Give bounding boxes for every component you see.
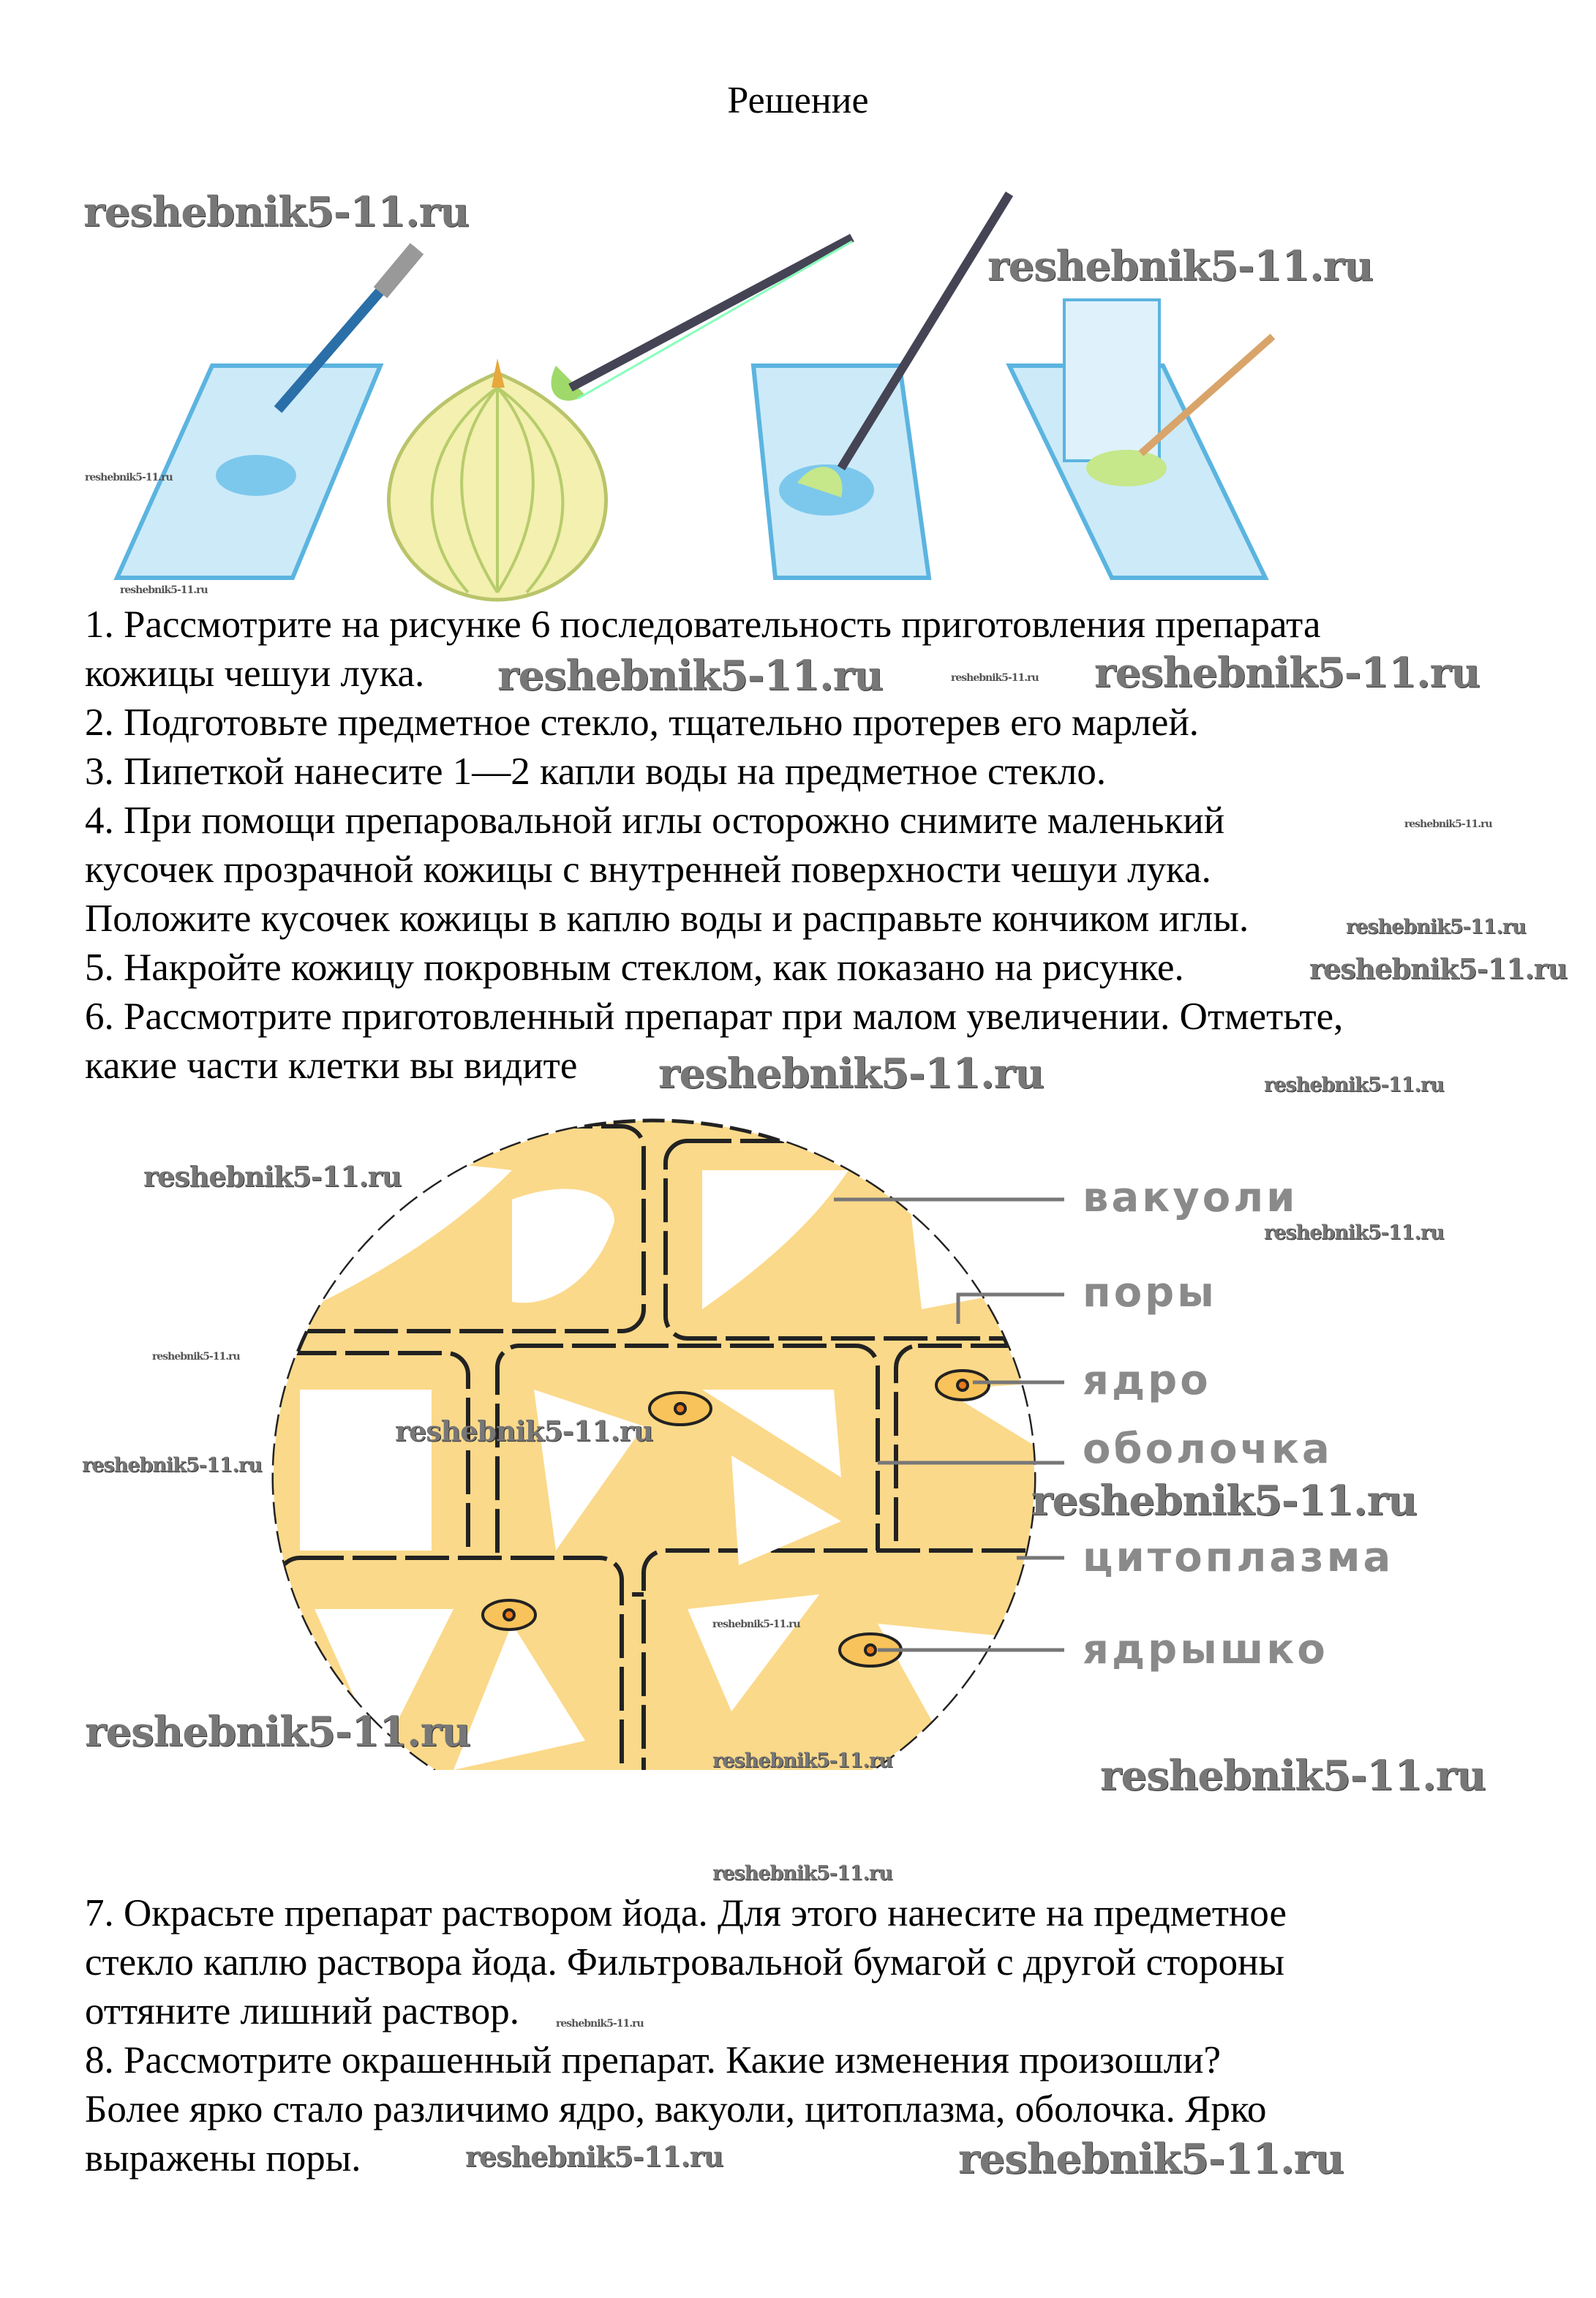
step-line: кожицы чешуи лука.	[85, 652, 425, 695]
step-line: 4. При помощи препаровальной иглы осторо…	[85, 799, 1225, 842]
watermark: reshebnik5-11.ru	[465, 2140, 723, 2173]
slide-with-skin	[750, 191, 1014, 580]
slide-with-coverslip	[1006, 298, 1276, 580]
watermark: reshebnik5-11.ru	[85, 1708, 471, 1756]
step-line: какие части клетки вы видите	[85, 1044, 578, 1087]
watermark: reshebnik5-11.ru	[712, 1619, 801, 1630]
watermark: reshebnik5-11.ru	[83, 188, 470, 236]
watermark: reshebnik5-11.ru	[1094, 649, 1480, 697]
watermark: reshebnik5-11.ru	[658, 1050, 1044, 1098]
watermark: reshebnik5-11.ru	[1031, 1477, 1418, 1525]
watermark: reshebnik5-11.ru	[120, 584, 208, 596]
label-pores: поры	[1083, 1269, 1217, 1316]
step-line: Более ярко стало различимо ядро, вакуоли…	[85, 2088, 1267, 2131]
step-line: кусочек прозрачной кожицы с внутренней п…	[85, 848, 1211, 891]
step-line: выражены поры.	[85, 2137, 361, 2180]
watermark: reshebnik5-11.ru	[152, 1351, 241, 1363]
watermark: reshebnik5-11.ru	[951, 672, 1039, 684]
step-line: Положите кусочек кожицы в каплю воды и р…	[85, 897, 1249, 940]
onion-cell-diagram	[271, 1118, 1064, 1770]
watermark: reshebnik5-11.ru	[1309, 952, 1567, 985]
label-cell-wall: оболочка	[1083, 1425, 1333, 1473]
step-line: 7. Окрасьте препарат раствором йода. Для…	[85, 1892, 1287, 1935]
page-title: Решение	[727, 80, 869, 121]
slide-with-drop	[113, 243, 424, 580]
step-line: 6. Рассмотрите приготовленный препарат п…	[85, 995, 1344, 1038]
label-nucleolus: ядрышко	[1083, 1626, 1328, 1673]
nuclei	[481, 1369, 990, 1668]
label-vacuoles: вакуоли	[1083, 1174, 1298, 1221]
watermark: reshebnik5-11.ru	[395, 1414, 653, 1447]
watermark: reshebnik5-11.ru	[712, 1862, 893, 1885]
watermark: reshebnik5-11.ru	[82, 1454, 263, 1477]
step-line: 5. Накройте кожицу покровным стеклом, ка…	[85, 946, 1184, 989]
onion-icon	[387, 233, 854, 602]
watermark: reshebnik5-11.ru	[85, 472, 173, 483]
watermark: reshebnik5-11.ru	[556, 2018, 644, 2030]
preparation-illustration	[113, 191, 1276, 602]
label-nucleus: ядро	[1083, 1357, 1211, 1404]
watermark: reshebnik5-11.ru	[987, 242, 1374, 290]
watermark: reshebnik5-11.ru	[1264, 1074, 1445, 1096]
watermark: reshebnik5-11.ru	[1264, 1221, 1445, 1244]
watermark: reshebnik5-11.ru	[958, 2135, 1344, 2183]
watermark: reshebnik5-11.ru	[712, 1749, 893, 1772]
label-leader-lines	[834, 1197, 1064, 1652]
watermark: reshebnik5-11.ru	[497, 652, 884, 700]
label-cytoplasm: цитоплазма	[1083, 1534, 1394, 1581]
watermark: reshebnik5-11.ru	[143, 1160, 402, 1193]
watermark: reshebnik5-11.ru	[1404, 818, 1493, 830]
step-line: 8. Рассмотрите окрашенный препарат. Каки…	[85, 2039, 1222, 2082]
step-line: стекло каплю раствора йода. Фильтровальн…	[85, 1941, 1285, 1984]
step-line: 1. Рассмотрите на рисунке 6 последовател…	[85, 603, 1321, 646]
watermark: reshebnik5-11.ru	[1100, 1752, 1486, 1800]
watermark: reshebnik5-11.ru	[1346, 916, 1527, 938]
step-line: 3. Пипеткой нанесите 1—2 капли воды на п…	[85, 750, 1107, 793]
step-line: 2. Подготовьте предметное стекло, тщател…	[85, 701, 1200, 744]
step-line: оттяните лишний раствор.	[85, 1990, 520, 2033]
